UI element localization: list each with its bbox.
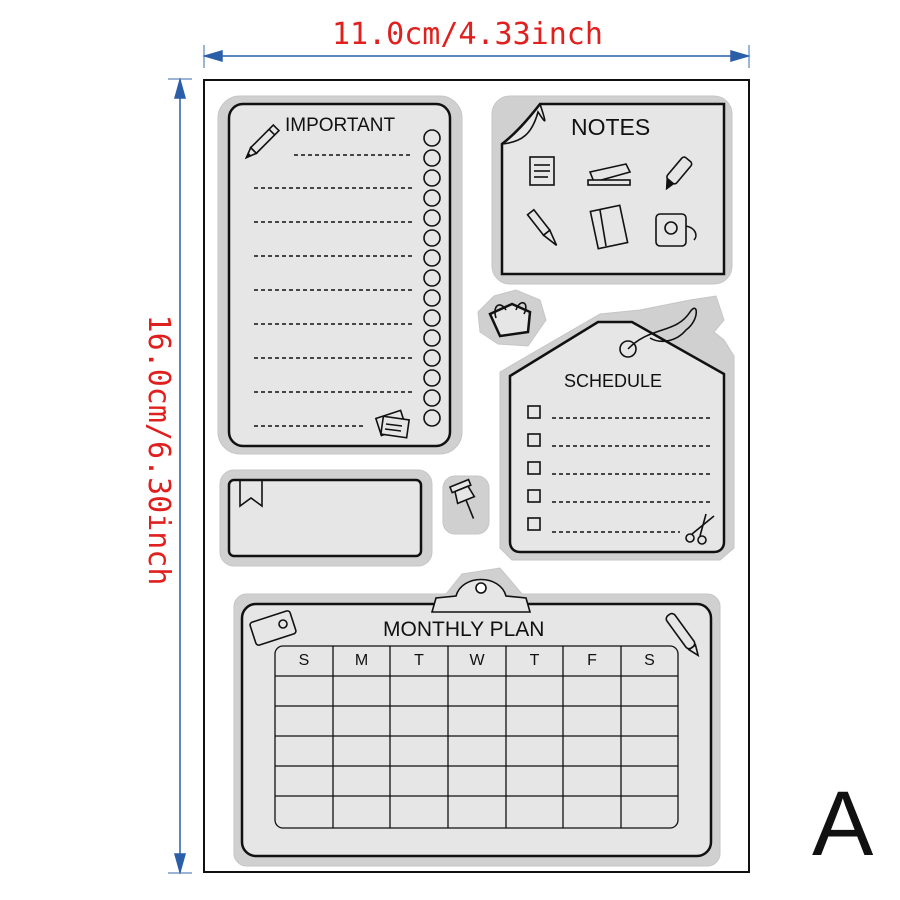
weekday-monday: M (354, 652, 369, 669)
box-cutter-icon (665, 156, 693, 191)
pen-icon (665, 612, 700, 658)
width-arrow-left-head (202, 49, 223, 63)
notes-title: NOTES (571, 114, 651, 140)
weekday-sunday: S (298, 652, 310, 669)
monthly-plan-clipboard-stamp (233, 567, 721, 867)
pencil-sharpener-icon (655, 213, 697, 247)
weekday-wednesday: W (469, 652, 485, 669)
scissors-icon (685, 513, 715, 545)
clipboard-clip (430, 578, 532, 613)
weekday-friday: F (587, 652, 597, 669)
height-arrow-top-head (174, 77, 186, 99)
monthly-plan-title: MONTHLY PLAN (383, 618, 545, 641)
calendar-grid (275, 646, 678, 828)
stapler-icon (587, 163, 632, 186)
bookmark-label-stamp (219, 469, 433, 567)
width-arrow-right-head (730, 49, 751, 63)
papers-icon (374, 409, 411, 439)
weekday-thursday: T (529, 652, 540, 669)
width-dimension-label: 11.0cm/4.33inch (332, 17, 603, 52)
schedule-title: SCHEDULE (564, 371, 663, 391)
weekday-tuesday: T (414, 652, 424, 669)
book-icon (589, 204, 629, 250)
dashed-writing-lines (254, 154, 412, 427)
fountain-pen-icon (526, 208, 558, 246)
notes-board-stamp (491, 95, 733, 285)
spiral-rings (423, 129, 441, 427)
weekday-saturday: S (644, 652, 655, 669)
binder-clip-stamp (477, 289, 547, 347)
variant-label: A (812, 773, 874, 875)
schedule-tag-stamp (499, 295, 735, 561)
eraser-icon (249, 610, 297, 646)
pencil-icon (244, 123, 281, 160)
schedule-dashed-lines (552, 417, 712, 533)
checkboxes (527, 405, 541, 531)
height-arrow-bottom-head (174, 853, 186, 875)
notepad-icon (529, 156, 555, 186)
important-notepad-stamp (217, 95, 463, 455)
push-pin-stamp (442, 475, 490, 535)
important-title: IMPORTANT (285, 115, 396, 136)
